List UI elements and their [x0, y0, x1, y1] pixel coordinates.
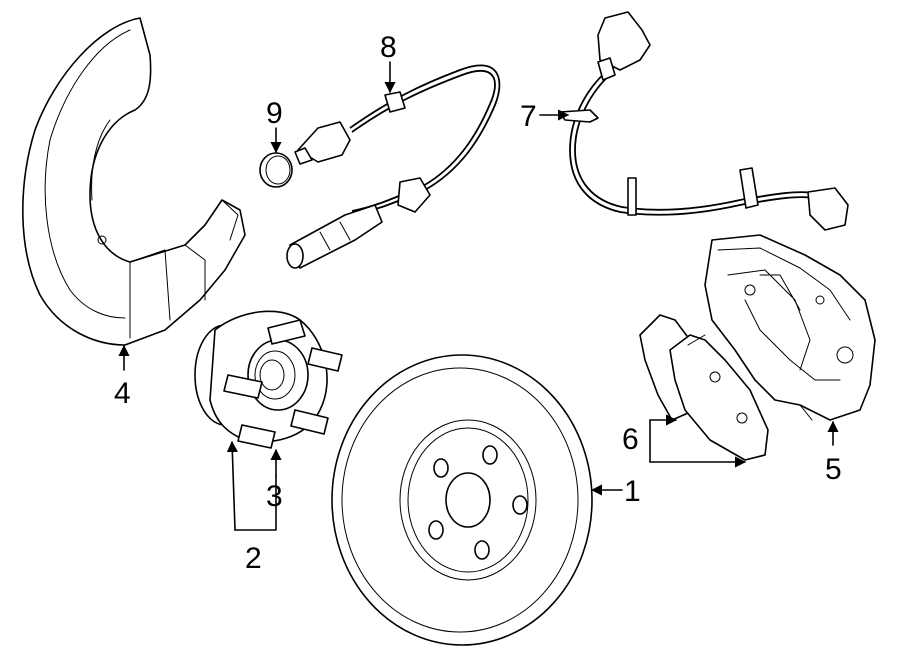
callout-1: 1 — [624, 475, 641, 508]
seal-ring — [259, 152, 293, 188]
callout-4: 4 — [114, 377, 131, 410]
sensor-harness-rear — [559, 11, 849, 231]
callout-6: 6 — [622, 423, 639, 456]
brake-caliper — [704, 234, 876, 421]
callout-7: 7 — [520, 100, 537, 133]
brake-rotor — [331, 354, 593, 646]
dust-shield — [22, 17, 246, 346]
callout-leaders — [118, 61, 839, 531]
callout-8: 8 — [380, 31, 397, 64]
callout-5: 5 — [825, 453, 842, 486]
brake-pads — [639, 314, 769, 461]
callout-2: 2 — [245, 542, 262, 575]
wheel-speed-sensor-front — [286, 64, 501, 269]
callout-9: 9 — [266, 97, 283, 130]
callout-3: 3 — [266, 480, 283, 513]
hub-assembly — [194, 310, 343, 449]
